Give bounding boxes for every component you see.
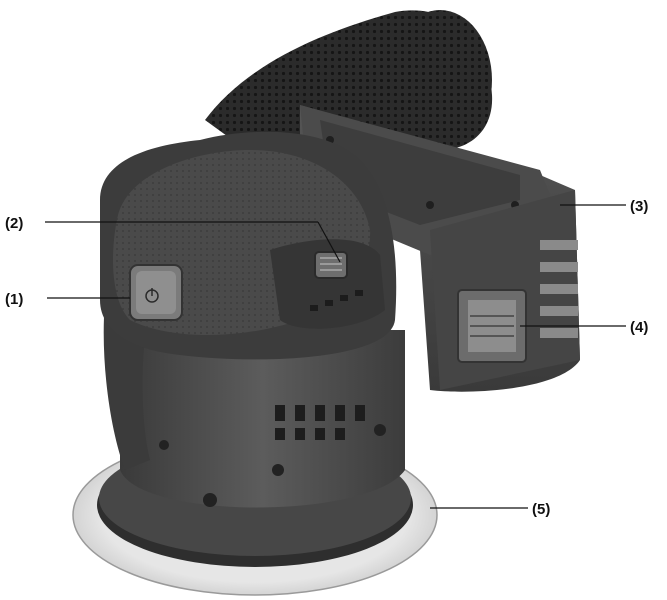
leader-line-2-diag xyxy=(317,221,341,263)
callout-label-5: (5) xyxy=(532,501,550,518)
speed-dial-icon xyxy=(314,251,348,279)
motor-housing xyxy=(103,300,405,508)
grip-top xyxy=(100,131,397,360)
callout-label-4: (4) xyxy=(630,319,648,336)
callout-label-3: (3) xyxy=(630,198,648,215)
battery-release-button-icon xyxy=(457,289,527,363)
callout-label-2: (2) xyxy=(5,215,23,232)
power-button-icon xyxy=(129,264,183,321)
dust-bag xyxy=(205,10,493,161)
callout-label-1: (1) xyxy=(5,291,23,308)
leader-lines xyxy=(45,204,626,509)
